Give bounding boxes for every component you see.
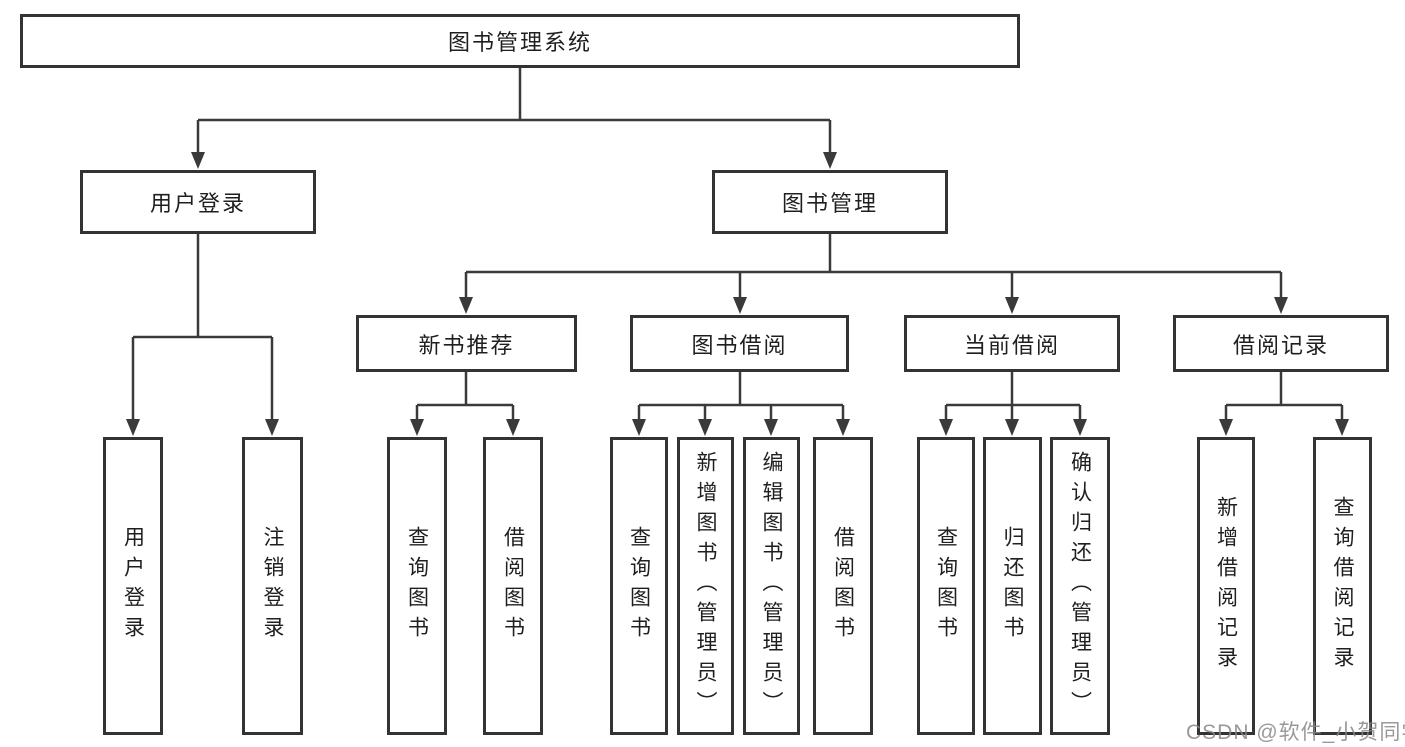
node-current-borrow-label: 当前借阅	[963, 332, 1060, 358]
arrowhead-down	[410, 419, 424, 436]
arrowhead-down	[632, 419, 646, 436]
node-root: 图书管理系统	[20, 14, 1020, 68]
arrowhead-down	[1005, 419, 1019, 436]
leaf-query-books-recommend: 查询图书	[387, 437, 447, 735]
arrowhead-down	[836, 419, 850, 436]
node-borrow-records: 借阅记录	[1173, 315, 1389, 372]
arrowhead-down	[1335, 419, 1349, 436]
node-current-borrow: 当前借阅	[904, 315, 1120, 372]
node-book-management: 图书管理	[712, 170, 948, 234]
leaf-add-borrow-record: 新增借阅记录	[1197, 437, 1255, 735]
arrowhead-down	[126, 419, 140, 436]
leaf-add-book-admin: 新增图书（管理员）	[677, 437, 734, 735]
leaf-edit-book-admin-label: 编辑图书（管理员）	[760, 451, 783, 721]
leaf-logout: 注销登录	[242, 437, 303, 735]
arrowhead-down	[459, 297, 473, 314]
arrowhead-down	[733, 297, 747, 314]
node-book-borrow: 图书借阅	[630, 315, 849, 372]
leaf-query-books-current: 查询图书	[917, 437, 975, 735]
leaf-query-books-borrow-label: 查询图书	[627, 526, 651, 646]
leaf-confirm-return-admin-label: 确认归还（管理员）	[1068, 451, 1092, 721]
arrowhead-down	[764, 419, 778, 436]
leaf-borrow-books-label: 借阅图书	[831, 526, 855, 646]
arrowhead-down	[265, 419, 279, 436]
node-new-book-recommend: 新书推荐	[356, 315, 577, 372]
arrowhead-down	[698, 419, 712, 436]
leaf-edit-book-admin: 编辑图书（管理员）	[743, 437, 800, 735]
leaf-user-login: 用户登录	[103, 437, 163, 735]
leaf-query-books-borrow: 查询图书	[610, 437, 668, 735]
node-user-login-label: 用户登录	[149, 191, 246, 216]
arrowhead-down	[823, 152, 837, 169]
leaf-borrow-books-recommend-label: 借阅图书	[501, 526, 525, 646]
node-new-book-recommend-label: 新书推荐	[418, 332, 515, 358]
arrowhead-down	[1005, 297, 1019, 314]
arrowhead-down	[1073, 419, 1087, 436]
leaf-borrow-books: 借阅图书	[813, 437, 873, 735]
leaf-add-borrow-record-label: 新增借阅记录	[1214, 496, 1238, 676]
node-borrow-records-label: 借阅记录	[1232, 332, 1329, 358]
leaf-logout-label: 注销登录	[261, 526, 284, 646]
csdn-watermark: CSDN @软件_小贺同学	[1186, 721, 1405, 744]
leaf-user-login-label: 用户登录	[121, 526, 145, 646]
arrowhead-down	[191, 152, 205, 169]
node-book-borrow-label: 图书借阅	[691, 332, 788, 358]
arrowhead-down	[939, 419, 953, 436]
node-root-label: 图书管理系统	[447, 30, 592, 55]
node-book-management-label: 图书管理	[781, 191, 878, 216]
leaf-query-borrow-record-label: 查询借阅记录	[1331, 496, 1354, 676]
leaf-add-book-admin-label: 新增图书（管理员）	[694, 451, 717, 721]
leaf-return-book: 归还图书	[983, 437, 1042, 735]
arrowhead-down	[1219, 419, 1233, 436]
node-user-login: 用户登录	[80, 170, 316, 234]
leaf-confirm-return-admin: 确认归还（管理员）	[1050, 437, 1110, 735]
leaf-return-book-label: 归还图书	[1001, 526, 1024, 646]
arrowhead-down	[506, 419, 520, 436]
leaf-borrow-books-recommend: 借阅图书	[483, 437, 543, 735]
leaf-query-books-recommend-label: 查询图书	[405, 526, 429, 646]
leaf-query-books-current-label: 查询图书	[934, 526, 958, 646]
leaf-query-borrow-record: 查询借阅记录	[1313, 437, 1372, 735]
arrowhead-down	[1274, 297, 1288, 314]
